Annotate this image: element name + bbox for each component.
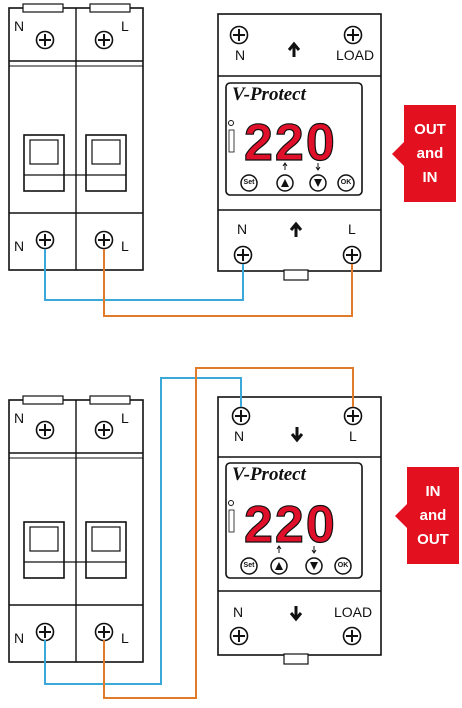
device-top-terminal-n: N [235, 47, 246, 63]
device2-top-terminal-n: N [234, 428, 245, 444]
breaker-bottom-label-n: N [14, 238, 25, 254]
ok-button-label-bottom: OK [337, 562, 349, 569]
breaker-top-label-l: L [121, 18, 129, 34]
device-bottom-terminal-n: N [237, 221, 248, 237]
digit-display-bottom: 220 [243, 495, 337, 554]
breaker2-top-label-n: N [14, 410, 25, 426]
live-wire-top [103, 249, 353, 317]
svg-text:220: 220 [244, 114, 337, 172]
ok-button-label-top: OK [340, 179, 352, 186]
voltage-protector-top: 220 [217, 13, 382, 281]
svg-text:220: 220 [244, 496, 337, 554]
voltage-protector-bottom: 220 [217, 396, 382, 665]
direction-tag-top: OUT and IN [404, 105, 456, 202]
circuit-breaker-top [8, 3, 144, 271]
device-top-terminal-load: LOAD [336, 47, 375, 63]
tag-top-line-2: and [416, 144, 444, 162]
tag-top-line-3: IN [422, 168, 438, 186]
tag-top-line-1: OUT [414, 120, 446, 138]
digit-display-top: 220 [243, 113, 337, 172]
device2-bottom-terminal-n: N [233, 604, 244, 620]
device-brand-top: V-Protect [232, 84, 306, 105]
breaker-top-label-n: N [14, 18, 25, 34]
device2-top-terminal-l: L [349, 428, 357, 444]
breaker-bottom-label-l: L [121, 238, 129, 254]
device2-bottom-terminal-load: LOAD [334, 604, 373, 620]
set-button-label-top: Set [243, 179, 255, 186]
set-button-label-bottom: Set [243, 562, 255, 569]
live-wire-bottom [103, 367, 354, 699]
breaker2-bottom-label-n: N [14, 630, 25, 646]
tag-bottom-line-2: and [419, 506, 447, 524]
circuit-breaker-bottom [8, 395, 144, 663]
neutral-wire-top [44, 249, 244, 301]
direction-tag-bottom: IN and OUT [407, 467, 459, 564]
tag-bottom-line-1: IN [425, 482, 441, 500]
neutral-wire-bottom [44, 377, 242, 685]
device-bottom-terminal-l: L [348, 221, 356, 237]
breaker2-bottom-label-l: L [121, 630, 129, 646]
tag-bottom-line-3: OUT [417, 530, 449, 548]
device-brand-bottom: V-Protect [232, 464, 306, 485]
breaker2-top-label-l: L [121, 410, 129, 426]
